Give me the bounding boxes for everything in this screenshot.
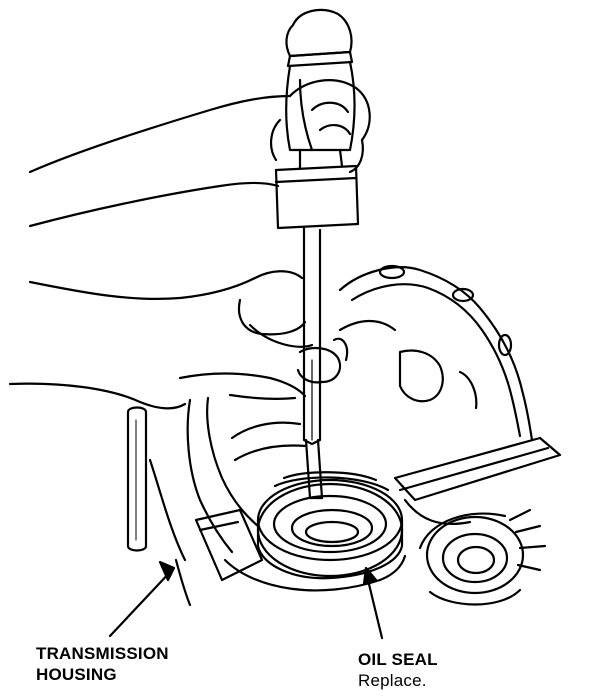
upper-hand-drawing bbox=[28, 79, 371, 228]
seal-leader-line bbox=[366, 578, 384, 640]
housing-leader-line bbox=[108, 568, 174, 638]
leader-arrows bbox=[108, 560, 384, 640]
seal-arrowhead bbox=[362, 566, 378, 586]
housing-label-line1: TRANSMISSION bbox=[36, 644, 169, 663]
dowel-rod-drawing bbox=[126, 406, 148, 552]
oil-seal-label: OIL SEAL Replace. bbox=[358, 649, 438, 691]
oil-seal-note: Replace. bbox=[358, 671, 427, 690]
transmission-housing-label: TRANSMISSION HOUSING bbox=[36, 643, 169, 685]
oil-seal-drawing bbox=[256, 471, 404, 580]
output-shaft-drawing bbox=[418, 508, 547, 606]
sleeve-cuff-drawing bbox=[194, 508, 264, 582]
pin-punch-drawing bbox=[302, 226, 324, 500]
housing-label-line2: HOUSING bbox=[36, 665, 117, 684]
hammer-drawing bbox=[274, 8, 360, 230]
oil-seal-title: OIL SEAL bbox=[358, 650, 438, 669]
lower-hand-drawing bbox=[8, 270, 349, 410]
housing-arrowhead bbox=[158, 560, 176, 582]
transmission-housing-drawing bbox=[148, 264, 562, 607]
